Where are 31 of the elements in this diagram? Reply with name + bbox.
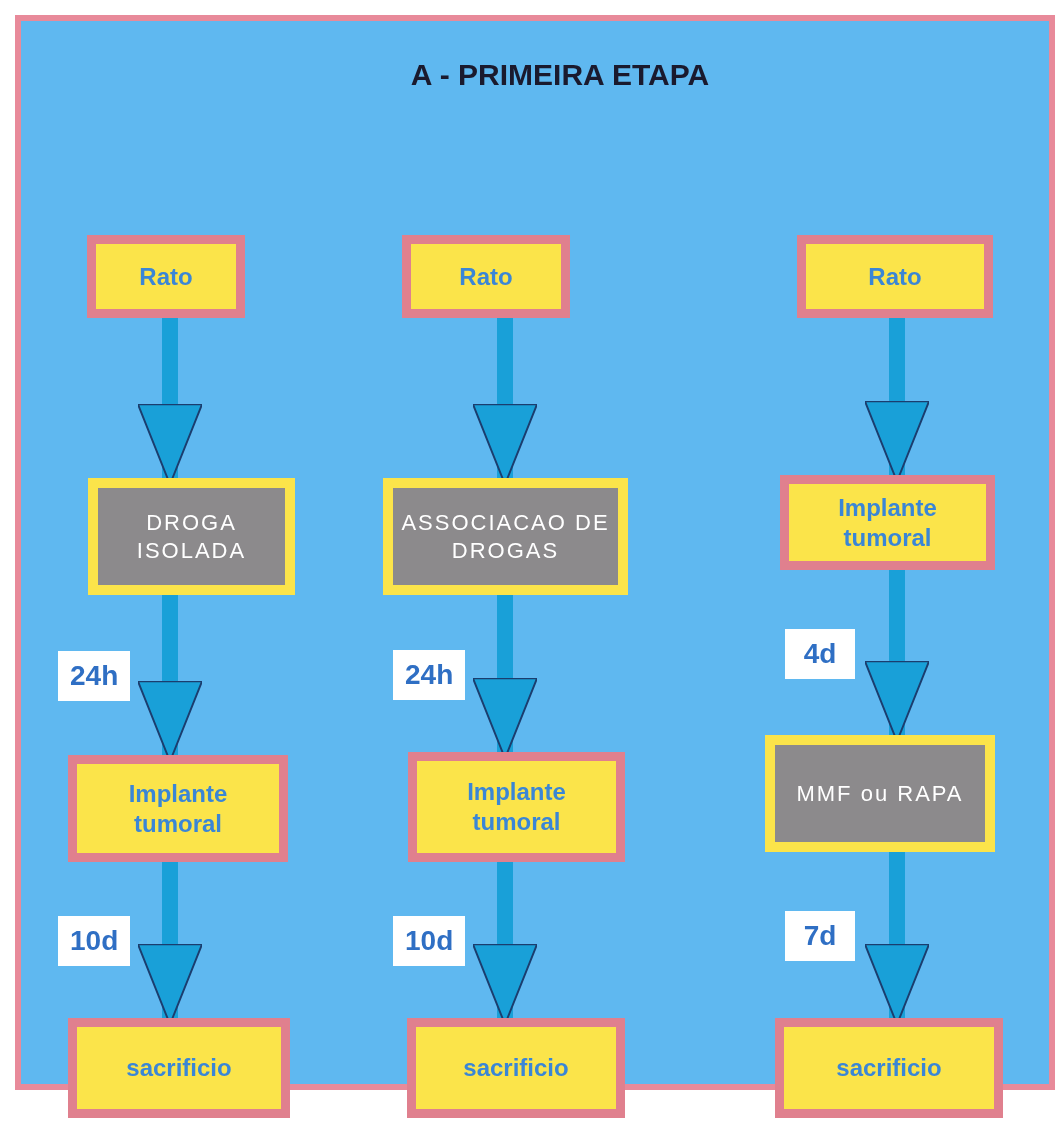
box-text: Rato bbox=[867, 261, 923, 292]
process-box bbox=[775, 1018, 1003, 1118]
process-box bbox=[797, 235, 993, 318]
box-text: sacrificio bbox=[125, 1053, 233, 1083]
box-text: Implante tumoral bbox=[837, 492, 938, 553]
process-box bbox=[765, 735, 995, 852]
process-box bbox=[88, 478, 295, 595]
box-text: sacrificio bbox=[835, 1053, 943, 1083]
edge-label: 4d bbox=[785, 628, 855, 679]
process-box bbox=[68, 1018, 290, 1118]
box-text: Rato bbox=[138, 261, 194, 292]
process-box bbox=[87, 235, 245, 318]
process-box bbox=[402, 235, 570, 318]
box-text: Rato bbox=[458, 261, 514, 292]
box-text: Implante tumoral bbox=[127, 778, 229, 839]
box-text: ASSOCIACAO DE DROGAS bbox=[400, 509, 611, 564]
process-box bbox=[408, 752, 625, 862]
edge-label: 24h bbox=[393, 649, 466, 700]
box-text: MMF ou RAPA bbox=[795, 779, 965, 808]
process-box bbox=[68, 755, 288, 862]
edge-label: 24h bbox=[58, 651, 131, 701]
box-text: sacrificio bbox=[462, 1053, 570, 1083]
process-box bbox=[383, 478, 628, 595]
edge-label: 7d bbox=[785, 911, 855, 961]
title: A - PRIMEIRA ETAPA bbox=[409, 57, 711, 93]
edge-label: 10d bbox=[393, 916, 466, 966]
process-box bbox=[780, 475, 995, 570]
process-box bbox=[407, 1018, 625, 1118]
edge-label: 10d bbox=[58, 916, 131, 966]
box-text: Implante tumoral bbox=[466, 777, 567, 837]
box-text: DROGA ISOLADA bbox=[135, 509, 248, 564]
